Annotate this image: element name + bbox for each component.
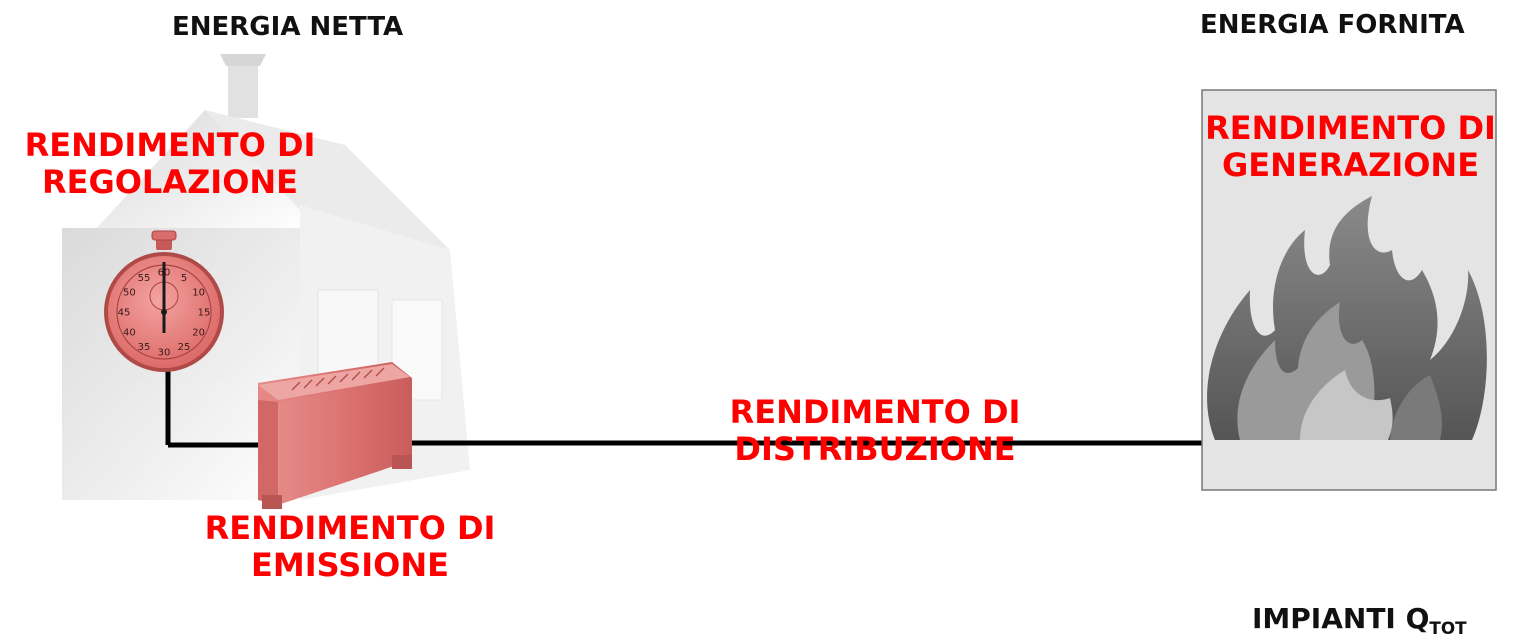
label-impianti-qtot: IMPIANTI QTOT bbox=[1252, 602, 1467, 638]
label-generazione-line2: GENERAZIONE bbox=[1221, 145, 1480, 184]
label-rendimento-distribuzione: RENDIMENTO DI DISTRIBUZIONE bbox=[700, 394, 1050, 468]
clock-number: 60 bbox=[158, 268, 171, 279]
label-energia-fornita: ENERGIA FORNITA bbox=[1200, 10, 1465, 40]
clock-number: 55 bbox=[138, 273, 151, 284]
clock-number: 35 bbox=[138, 342, 151, 353]
clock-number: 30 bbox=[158, 348, 171, 359]
label-impianti-subscript: TOT bbox=[1429, 617, 1467, 638]
label-regolazione-line2: REGOLAZIONE bbox=[41, 162, 299, 201]
clock-number: 25 bbox=[178, 342, 191, 353]
label-rendimento-regolazione: RENDIMENTO DI REGOLAZIONE bbox=[0, 127, 340, 201]
label-impianti: IMPIANTI Q bbox=[1252, 602, 1430, 635]
label-distribuzione-line1: RENDIMENTO DI bbox=[729, 393, 1021, 431]
house-illustration bbox=[62, 54, 470, 500]
clock-number: 10 bbox=[192, 288, 205, 299]
label-distribuzione-line2: DISTRIBUZIONE bbox=[734, 429, 1016, 468]
label-regolazione-line1: RENDIMENTO DI bbox=[24, 126, 316, 164]
clock-number: 40 bbox=[123, 328, 136, 339]
label-emissione-line1: RENDIMENTO DI bbox=[204, 509, 496, 547]
clock-number: 15 bbox=[198, 308, 211, 319]
clock-number: 45 bbox=[118, 308, 131, 319]
label-rendimento-emissione: RENDIMENTO DI EMISSIONE bbox=[180, 510, 520, 584]
label-generazione-line1: RENDIMENTO DI bbox=[1205, 109, 1496, 147]
label-emissione-line2: EMISSIONE bbox=[250, 545, 449, 584]
flame-icon bbox=[1207, 196, 1487, 440]
clock-number: 50 bbox=[123, 288, 136, 299]
label-energia-netta: ENERGIA NETTA bbox=[172, 12, 404, 42]
generator-box bbox=[1201, 89, 1497, 491]
fan-coil-unit bbox=[258, 362, 412, 509]
clock-number: 5 bbox=[181, 273, 187, 284]
label-rendimento-generazione: RENDIMENTO DI GENERAZIONE bbox=[1188, 110, 1513, 184]
clock-number: 20 bbox=[192, 328, 205, 339]
